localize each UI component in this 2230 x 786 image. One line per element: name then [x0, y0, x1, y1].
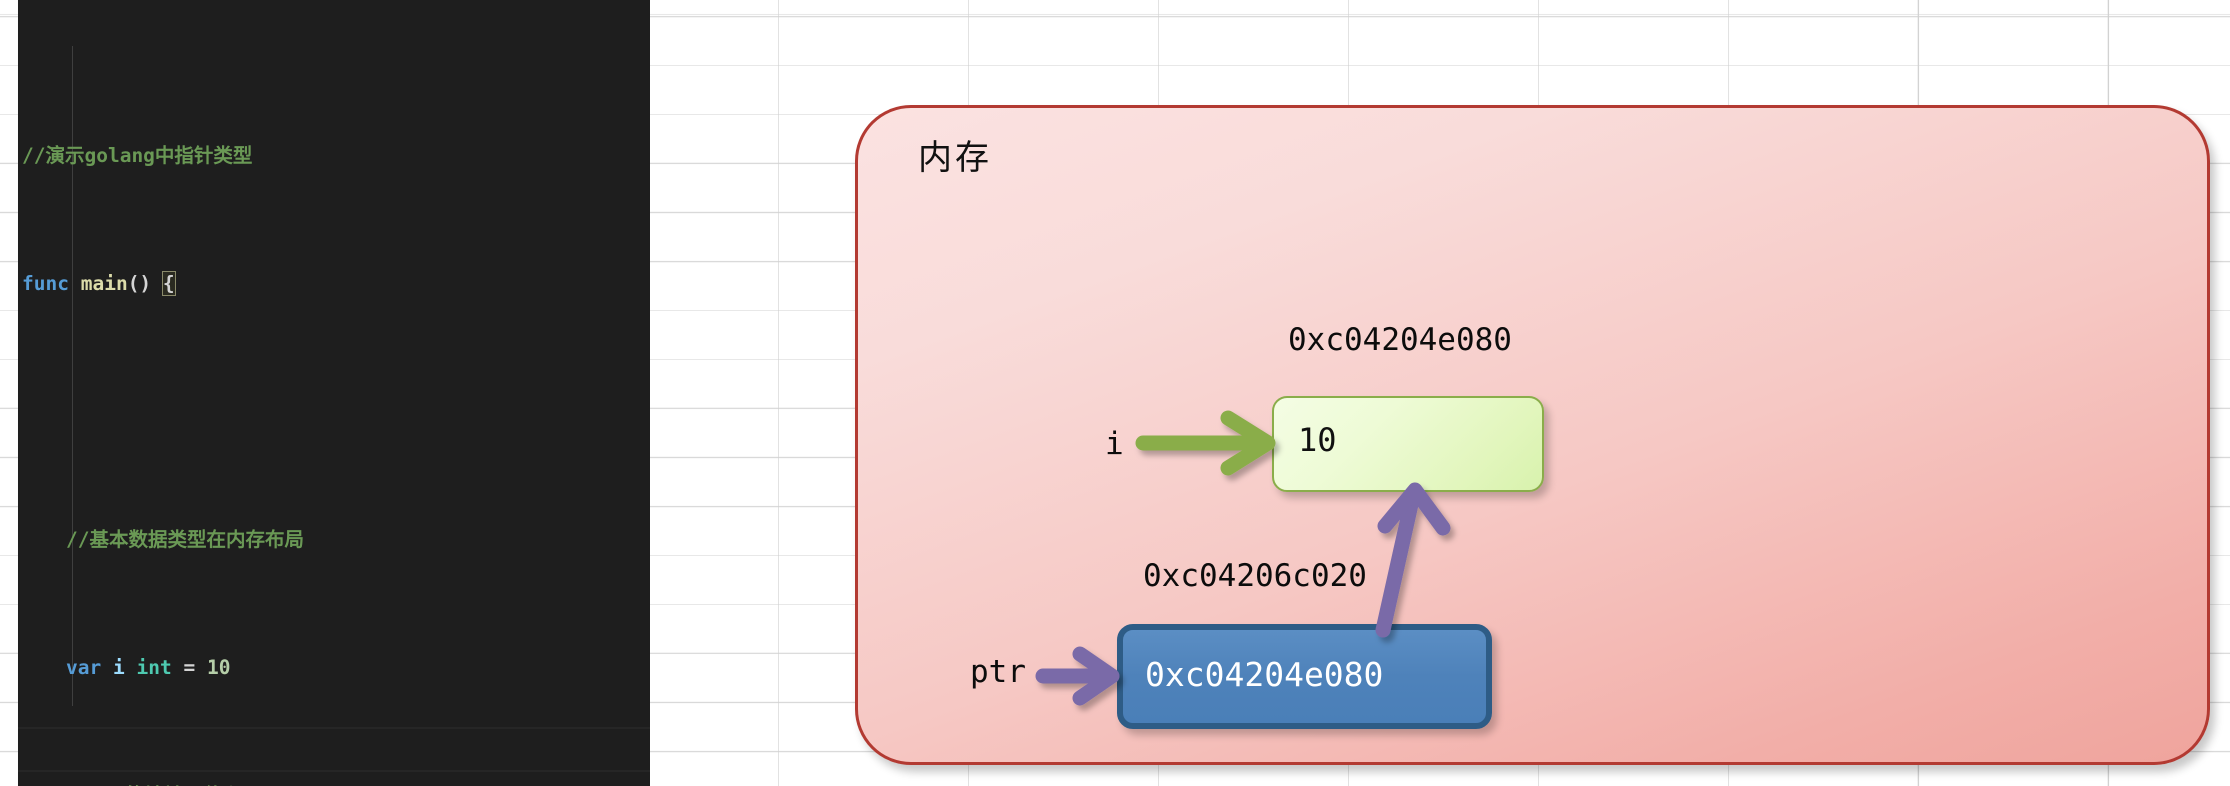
- code-line-5: var i int = 10: [18, 652, 650, 684]
- code-token-keyword: func: [22, 272, 69, 295]
- code-token-parens: (): [127, 272, 163, 295]
- code-token-keyword: var: [66, 656, 102, 679]
- code-line-6: // i 的地址是什么,&i: [18, 780, 650, 786]
- code-token-operator: =: [171, 656, 207, 679]
- value-box: 10: [1272, 396, 1544, 492]
- code-token-brace-open: {: [161, 271, 176, 296]
- code-editor-pane[interactable]: //演示golang中指针类型 func main() { //基本数据类型在内…: [18, 0, 650, 786]
- code-token-space: [69, 272, 81, 295]
- var-label-i: i: [1105, 426, 1124, 462]
- value-address-label: 0xc04204e080: [1288, 322, 1512, 358]
- code-token-space: [101, 656, 113, 679]
- indent-guide: [72, 46, 73, 706]
- code-token-comment: // i 的地址是什么,&i: [66, 784, 277, 786]
- editor-divider-2: [18, 770, 650, 772]
- pointer-box: 0xc04204e080: [1117, 624, 1492, 729]
- value-box-value: 10: [1298, 421, 1337, 459]
- code-token-type: int: [136, 656, 172, 679]
- code-line-4: //基本数据类型在内存布局: [18, 524, 650, 556]
- pointer-address-label: 0xc04206c020: [1143, 558, 1367, 594]
- code-line-2: func main() {: [18, 268, 650, 300]
- var-label-ptr: ptr: [970, 654, 1026, 690]
- code-token-function: main: [80, 272, 128, 295]
- memory-label: 内存: [918, 138, 992, 178]
- editor-divider: [18, 727, 650, 729]
- code-token-comment: //基本数据类型在内存布局: [66, 528, 304, 551]
- code-token-identifier: i: [112, 656, 125, 679]
- code-line-1: //演示golang中指针类型: [18, 140, 650, 172]
- code-token-space2: [125, 656, 137, 679]
- pointer-box-value: 0xc04204e080: [1145, 655, 1384, 694]
- code-token-comment: //演示golang中指针类型: [22, 144, 253, 167]
- code-token-number: 10: [206, 656, 231, 679]
- code-line-3: [18, 396, 650, 428]
